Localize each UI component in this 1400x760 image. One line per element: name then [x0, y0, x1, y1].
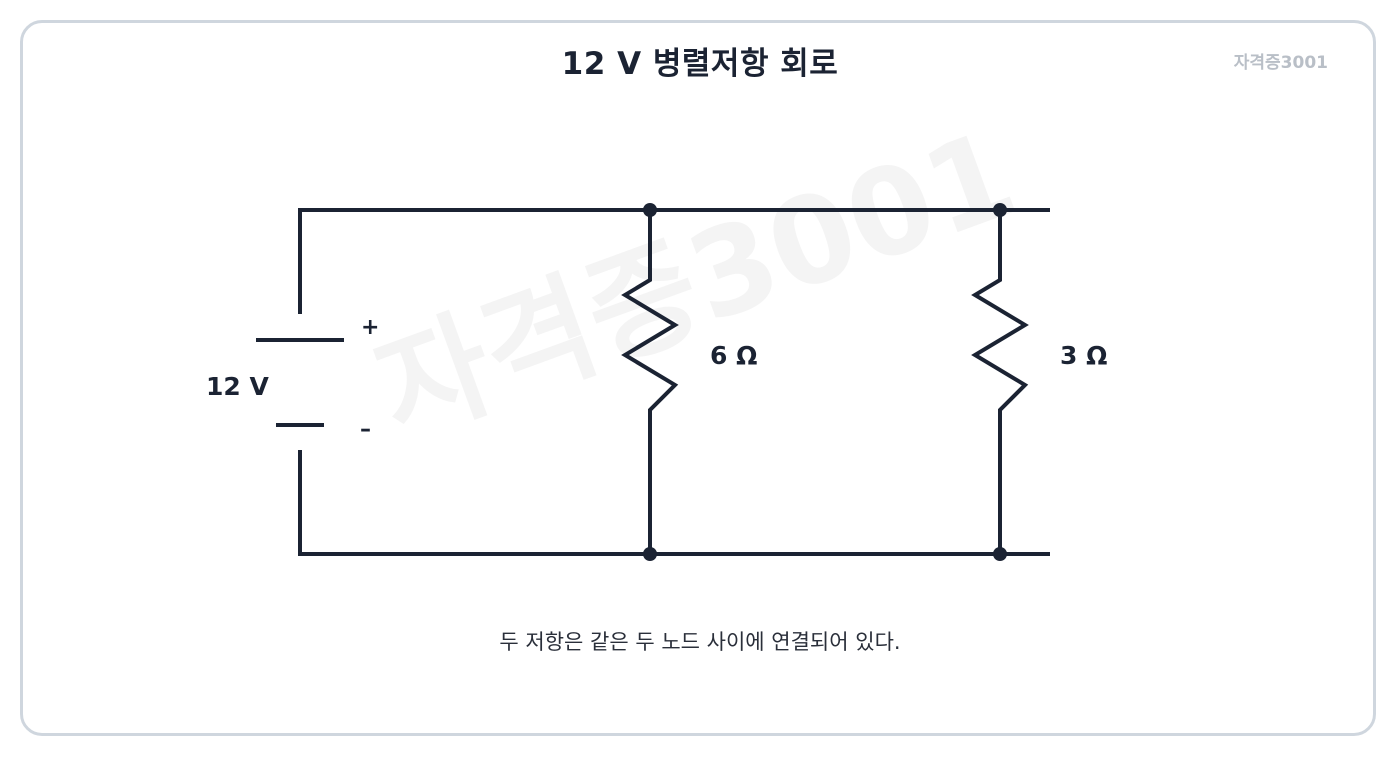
- node-top-left: [643, 203, 657, 217]
- node-bottom-right: [993, 547, 1007, 561]
- resistor-6-ohm-label: 6 Ω: [710, 341, 757, 370]
- source-voltage-label: 12 V: [206, 372, 269, 401]
- node-bottom-left: [643, 547, 657, 561]
- battery-plus-sign: +: [361, 315, 379, 340]
- diagram-card: [20, 20, 1376, 736]
- brand-label: 자격증3001: [1233, 53, 1328, 73]
- battery-bottom-wire: [298, 450, 652, 556]
- battery-top-wire: [298, 208, 652, 314]
- resistor-3-ohm: [971, 208, 1029, 556]
- battery-minus-sign: –: [360, 417, 371, 442]
- diagram-caption: 두 저항은 같은 두 노드 사이에 연결되어 있다.: [499, 630, 901, 654]
- page-title: 12 V 병렬저항 회로: [561, 46, 839, 82]
- resistor-6-ohm: [621, 208, 679, 556]
- node-top-right: [993, 203, 1007, 217]
- resistor-3-ohm-label: 3 Ω: [1060, 341, 1107, 370]
